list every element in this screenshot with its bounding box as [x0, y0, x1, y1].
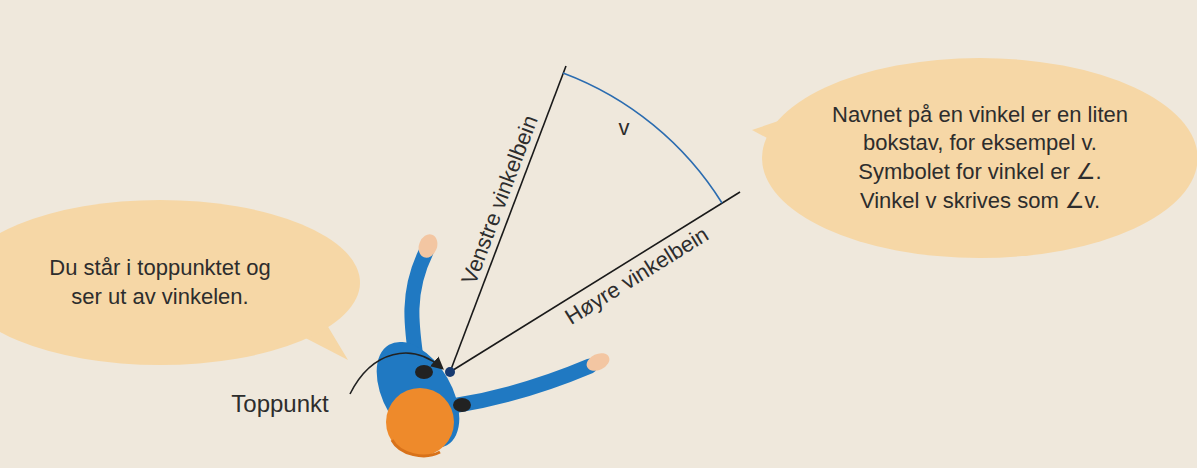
leg-label: Venstre vinkelbein — [457, 112, 543, 288]
bubble-shape — [762, 58, 1197, 258]
left-leg — [450, 66, 566, 372]
bubble-text: Navnet på en vinkel er en liten bokstav,… — [827, 101, 1132, 215]
speech-bubble: Navnet på en vinkel er en liten bokstav,… — [762, 58, 1197, 258]
vertex-dot — [445, 367, 455, 377]
vertex-label: Toppunkt — [231, 391, 328, 417]
angle-arc — [563, 73, 722, 203]
leader-arrow — [350, 353, 442, 394]
leg-label: Høyre vinkelbein — [561, 222, 713, 329]
bubble-text: Du står i toppunktet og ser ut av vinkel… — [38, 254, 283, 311]
angle-name: v — [619, 116, 630, 140]
speech-bubble: Du står i toppunktet og ser ut av vinkel… — [0, 200, 360, 365]
bubble-shape — [0, 200, 360, 365]
